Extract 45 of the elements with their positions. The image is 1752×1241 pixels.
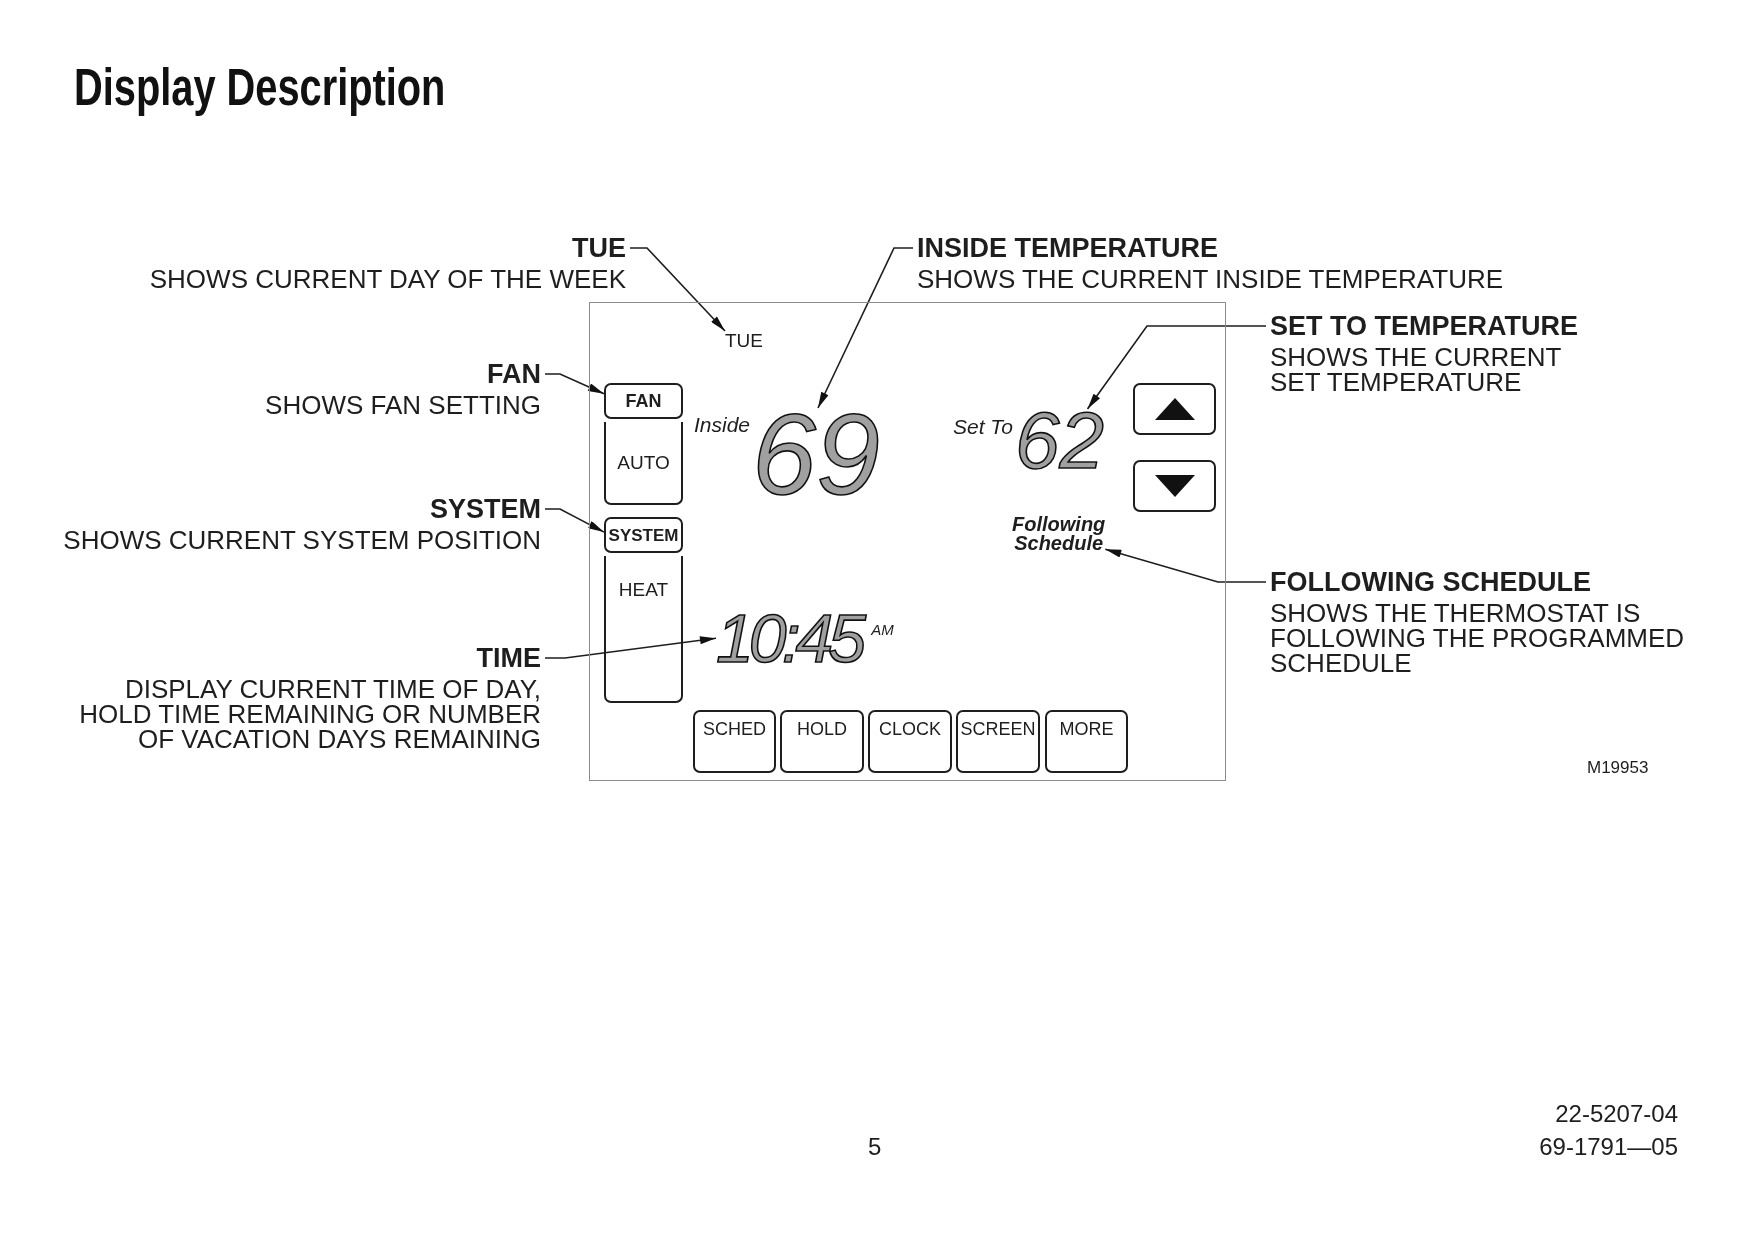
- system-button: SYSTEM: [604, 517, 683, 553]
- callout-title: FOLLOWING SCHEDULE: [1270, 567, 1591, 597]
- leader-line: [1086, 325, 1267, 410]
- document-number: 22-5207-04: [1555, 1102, 1678, 1126]
- down-button: [1133, 460, 1216, 512]
- callout-description: DISPLAY CURRENT TIME OF DAY, HOLD TIME REMAINING OR NUMBER OF VACATION DAYS REMAINING: [78, 677, 541, 752]
- callout-title: FAN: [487, 359, 541, 389]
- document-number: 69-1791—05: [1539, 1135, 1678, 1159]
- up-button: [1133, 383, 1216, 435]
- figure-number: M19953: [1587, 759, 1649, 776]
- thermostat-screen: [589, 302, 1226, 781]
- callout-description: SHOWS CURRENT SYSTEM POSITION: [63, 528, 541, 553]
- time-readout: 10:45: [716, 611, 864, 666]
- readout-caption: Inside: [694, 414, 751, 435]
- callout-description: SHOWS CURRENT DAY OF THE WEEK: [149, 267, 626, 292]
- schedule-button: SCHED: [693, 710, 776, 773]
- leader-line: [1104, 548, 1267, 583]
- leader-line: [817, 247, 914, 409]
- temperature-readout: 69: [752, 408, 881, 500]
- callout-title: SYSTEM: [429, 494, 541, 524]
- leader-line: [544, 636, 717, 659]
- clock-button: CLOCK: [868, 710, 952, 773]
- page-number: 5: [868, 1135, 882, 1159]
- more-button: MORE: [1045, 710, 1128, 773]
- callout-description: SHOWS THE CURRENT INSIDE TEMPERATURE: [917, 267, 1504, 292]
- callout-description: SHOWS THE CURRENT SET TEMPERATURE: [1270, 345, 1562, 395]
- am-indicator: AM: [871, 622, 894, 637]
- setpoint-readout: 62: [1014, 409, 1105, 473]
- callout-title: INSIDE TEMPERATURE: [917, 233, 1219, 263]
- leader-line: [544, 373, 605, 395]
- day-indicator: TUE: [725, 331, 763, 350]
- fan-mode-panel: AUTO: [604, 422, 683, 505]
- fan-button: FAN: [604, 383, 683, 419]
- readout-caption: Set To: [953, 416, 1013, 437]
- callout-description: SHOWS FAN SETTING: [265, 393, 541, 418]
- screen-button: SCREEN: [956, 710, 1040, 773]
- leader-line: [629, 247, 726, 332]
- callout-title: SET TO TEMPERATURE: [1270, 311, 1579, 341]
- schedule-status-text: Following Schedule: [1012, 515, 1106, 553]
- system-mode-panel: HEAT: [604, 556, 683, 703]
- hold-button: HOLD: [780, 710, 864, 773]
- callout-title: TIME: [476, 643, 541, 673]
- callout-title: TUE: [572, 233, 626, 263]
- callout-description: SHOWS THE THERMOSTAT IS FOLLOWING THE PROGRAMMED SCHEDULE: [1270, 601, 1686, 676]
- leader-line: [544, 508, 605, 533]
